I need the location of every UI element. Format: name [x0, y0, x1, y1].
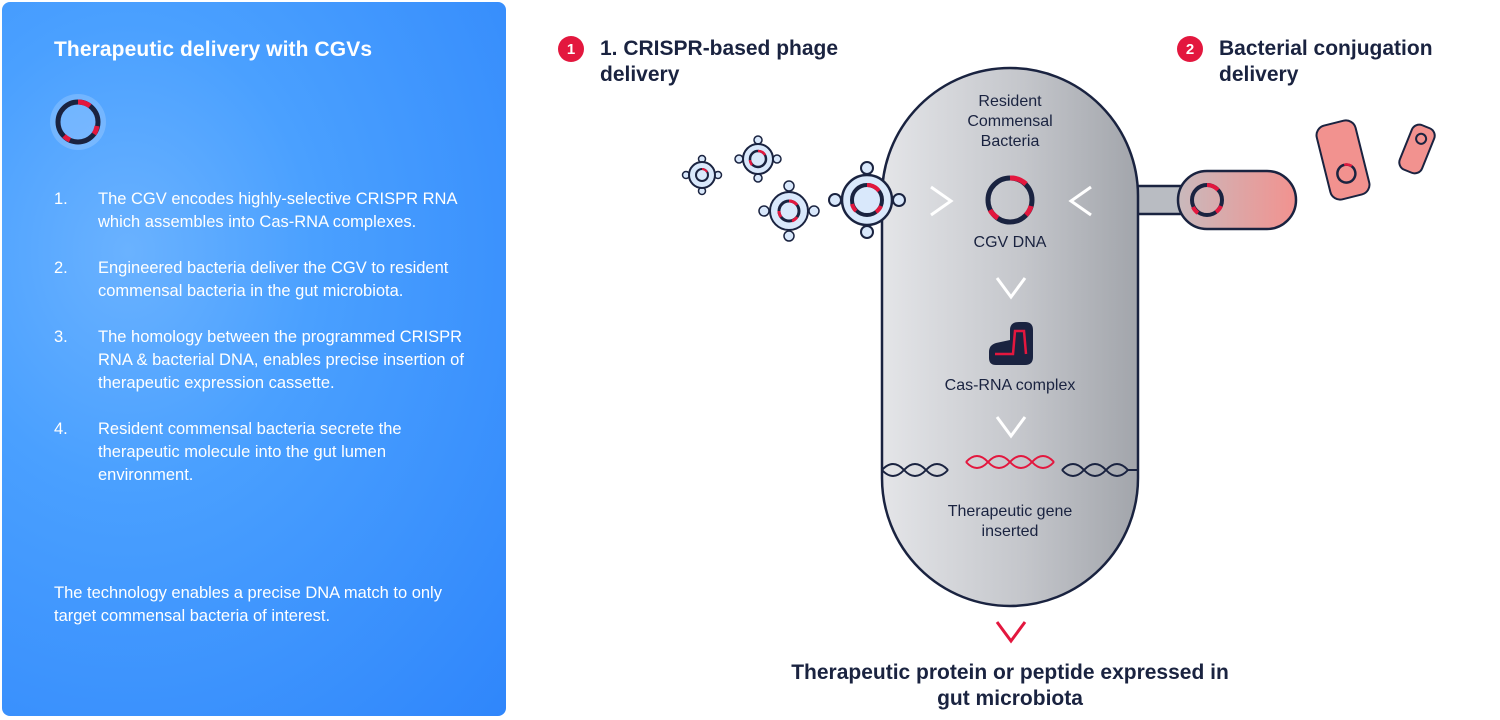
dna-helix-icon	[881, 455, 1138, 477]
cas-rna-label: Cas-RNA complex	[944, 377, 1076, 394]
step-number: 2.	[54, 259, 68, 277]
chevron-left-icon	[1068, 185, 1092, 217]
list-item: 2. Engineered bacteria deliver the CGV to…	[54, 257, 484, 303]
plasmid-icon	[1190, 183, 1224, 217]
route-phage: 1 1. CRISPR-based phage delivery	[558, 36, 878, 88]
chevron-down-icon	[995, 277, 1027, 300]
phage-icon	[828, 161, 906, 239]
panel-title: Therapeutic delivery with CGVs	[54, 38, 373, 61]
cgv-dna-label: CGV DNA	[973, 234, 1047, 251]
chevron-down-icon	[995, 621, 1027, 644]
step-number: 4.	[54, 420, 68, 438]
route-conjugation: 2 Bacterial conjugation delivery	[1177, 36, 1497, 88]
phage-icon	[758, 180, 820, 242]
chevron-right-icon	[930, 185, 954, 217]
route-badge: 1	[558, 36, 584, 62]
step-number: 3.	[54, 328, 68, 346]
step-text: The CGV encodes highly-selective CRISPR …	[98, 190, 457, 231]
step-text: Resident commensal bacteria secrete the …	[98, 420, 402, 484]
step-number: 1.	[54, 190, 68, 208]
phage-icon	[681, 154, 723, 196]
list-item: 3. The homology between the programmed CR…	[54, 326, 484, 395]
list-item: 1. The CGV encodes highly-selective CRISP…	[54, 188, 484, 234]
route-label: 1. CRISPR-based phage delivery	[600, 37, 839, 86]
donor-bacterium-small	[1398, 123, 1436, 175]
plasmid-icon	[50, 94, 106, 150]
conjugation-pilus	[1118, 169, 1298, 231]
chevron-down-icon	[995, 416, 1027, 439]
list-item: 4. Resident commensal bacteria secrete th…	[54, 418, 484, 487]
step-text: Engineered bacteria deliver the CGV to r…	[98, 259, 449, 300]
route-label: Bacterial conjugation delivery	[1219, 37, 1433, 86]
cas-rna-icon	[989, 322, 1033, 365]
gene-inserted-label: Therapeutic gene inserted	[947, 503, 1073, 540]
info-panel: Therapeutic delivery with CGVs 1. The CGV…	[2, 2, 506, 716]
plasmid-icon	[985, 175, 1035, 225]
output-label: Therapeutic protein or peptide expressed…	[791, 661, 1229, 710]
resident-bacteria-label: Resident Commensal Bacteria	[967, 93, 1053, 150]
route-badge: 2	[1177, 36, 1203, 62]
step-text: The homology between the programmed CRIS…	[98, 328, 464, 392]
donor-bacterium	[1315, 119, 1371, 201]
panel-note: The technology enables a precise DNA mat…	[54, 584, 442, 625]
steps-list: 1. The CGV encodes highly-selective CRISP…	[54, 188, 484, 510]
phage-icon	[734, 135, 782, 183]
